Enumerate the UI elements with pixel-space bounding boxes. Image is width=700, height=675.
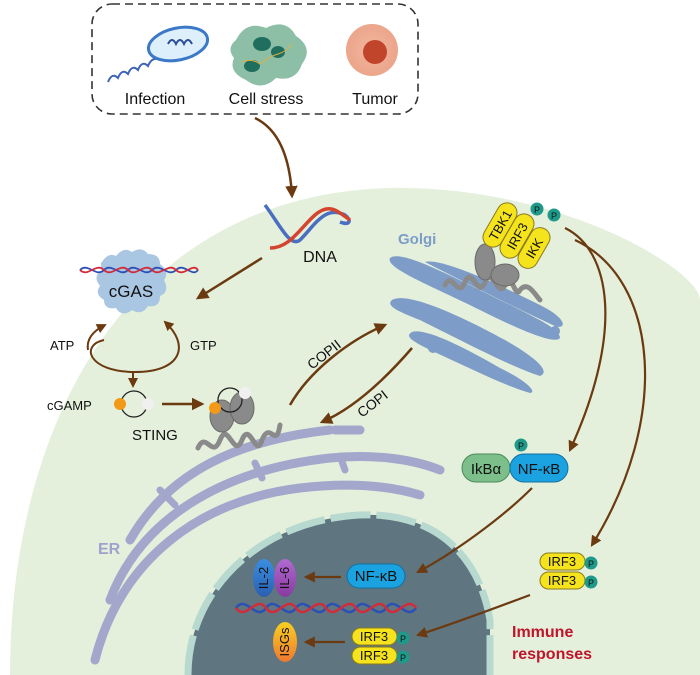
er-label: ER — [98, 541, 121, 558]
nfkb-nuclear: NF-κB — [346, 563, 406, 589]
immune-responses-label-line2: responses — [512, 646, 592, 663]
nuclear-dna — [235, 602, 417, 614]
cell-stress-icon — [230, 24, 307, 86]
cgamp-label: cGAMP — [47, 398, 92, 413]
arrow-nfkb-to-nucleus — [416, 487, 533, 574]
svg-text:P: P — [400, 634, 406, 644]
trigger-box: Infection Cell stress Tumor — [91, 3, 419, 115]
il2-cytokine: IL-2 — [253, 559, 275, 597]
il6-cytokine: IL-6 — [274, 559, 296, 597]
tumor-icon — [346, 24, 398, 76]
svg-text:IL-6: IL-6 — [277, 567, 292, 589]
golgi-apparatus — [389, 256, 563, 393]
bacterium-icon — [107, 25, 210, 83]
trigger-label-tumor: Tumor — [352, 91, 398, 108]
svg-text:P: P — [588, 559, 594, 569]
copi-arrow — [319, 347, 413, 424]
svg-text:IRF3: IRF3 — [548, 554, 576, 569]
atp-label: ATP — [50, 338, 74, 353]
nuclear-envelope — [184, 511, 494, 675]
svg-text:P: P — [551, 211, 557, 221]
ikba-nfkb-complex: IkBα NF-κB P — [461, 438, 569, 483]
svg-text:P: P — [534, 205, 540, 215]
nfkb-label: NF-κB — [518, 461, 561, 478]
irf3-dimer-cytoplasm: IRF3 IRF3 P P — [539, 552, 598, 590]
sting-label: STING — [132, 427, 178, 444]
svg-text:ISGs: ISGs — [277, 627, 292, 656]
cgas-label: cGAS — [109, 282, 153, 301]
trigger-label-cell-stress: Cell stress — [229, 91, 304, 108]
phospho-badge: P — [530, 202, 544, 216]
cgamp-molecule — [114, 390, 154, 418]
isgs-gene-products: ISGs — [273, 622, 297, 662]
gtp-label: GTP — [190, 338, 217, 353]
irf3-dimer-nuclear: IRF3 IRF3 P P — [351, 627, 410, 665]
dna-helix-icon — [263, 203, 351, 250]
atp-arrow — [86, 324, 107, 351]
arrow-trigger-to-dna — [254, 116, 298, 199]
ikba-label: IkBα — [471, 461, 502, 478]
cgas-protein — [79, 249, 199, 314]
svg-text:NF-κB: NF-κB — [355, 568, 398, 585]
endoplasmic-reticulum — [90, 425, 445, 665]
svg-text:IRF3: IRF3 — [360, 629, 388, 644]
immune-responses-label-line1: Immune — [512, 624, 573, 641]
arrow-irf3-to-nucleus — [415, 593, 531, 638]
golgi-label: Golgi — [398, 231, 436, 248]
copii-arrow — [288, 323, 388, 406]
golgi-signaling-complex: TBK1 IRF3 IKK P P — [442, 202, 561, 303]
svg-text:IL-2: IL-2 — [256, 567, 271, 589]
svg-text:P: P — [588, 578, 594, 588]
trigger-label-infection: Infection — [125, 91, 185, 108]
sting-complex — [195, 387, 283, 451]
arrow-dna-to-cgas — [195, 256, 263, 300]
arrow-to-irf3 — [574, 239, 647, 547]
phospho-badge: P — [547, 208, 561, 222]
nucleus — [188, 514, 490, 675]
svg-text:P: P — [518, 441, 524, 451]
atp-gtp-cycle-arrow — [90, 320, 180, 374]
svg-text:P: P — [400, 653, 406, 663]
svg-text:IRF3: IRF3 — [360, 648, 388, 663]
dna-label: DNA — [303, 249, 337, 266]
arrow-to-nfkb — [564, 227, 607, 453]
ikk-protein: IKK — [517, 227, 551, 269]
svg-text:IRF3: IRF3 — [548, 573, 576, 588]
